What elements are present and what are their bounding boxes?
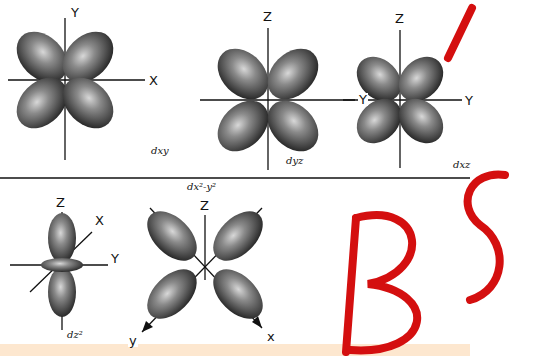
axis-label: X [94,214,105,227]
axis-label: y [128,334,138,347]
axis-label: x [266,330,276,343]
axis-label: Z [199,199,210,212]
orbital-name: dyz [285,156,304,166]
axis-label: Y [358,93,368,106]
axis-label: X [148,74,159,87]
axis-label: Y [464,94,474,107]
axis-label: Y [110,252,120,265]
axis-label: Z [394,12,405,25]
orbital-name: dz² [66,330,84,340]
orbital-name: dx²-y² [186,182,217,192]
axis-label: Y [70,6,80,19]
orbital-name: dxz [452,160,471,170]
axis-label: Z [55,196,66,209]
axis-label: Z [262,10,273,23]
orbital-name: dxy [150,146,170,156]
